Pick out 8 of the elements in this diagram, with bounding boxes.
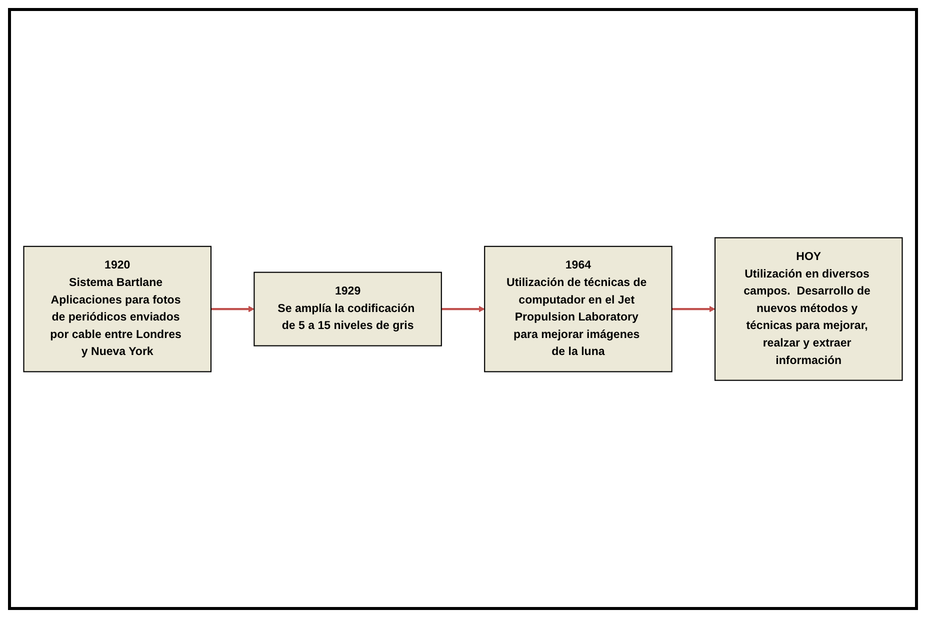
node-box — [254, 272, 442, 346]
arrow — [672, 306, 716, 312]
node-box — [484, 246, 672, 372]
arrow — [441, 306, 485, 312]
node-box — [714, 237, 903, 381]
arrow — [210, 306, 254, 312]
page-frame: 1920 Sistema Bartlane Aplicaciones para fotos de periódicos enviados por cable entre Londres y Nueva York 1929 Se amplía la codificación de 5 a 15 niveles de gris HOY Utilización en diversos campos. Desarrollo de nuevos métodos y técnicas para mejorar, realzar y extraer información 1964 Utilización de técnicas de computador en el Jet Propulsion Laboratory para mejorar imágenes de la luna — [8, 8, 918, 610]
node-box — [23, 246, 212, 372]
